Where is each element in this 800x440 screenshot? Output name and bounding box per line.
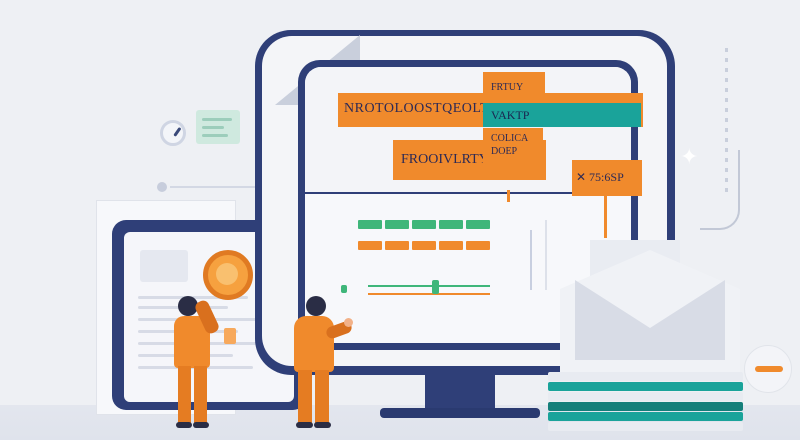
magnifier-icon [203, 250, 253, 300]
slider-track [368, 285, 490, 287]
stack-layer [548, 422, 743, 431]
recovery-card-label: FROOIVLRTY [401, 152, 489, 167]
mini-card-line [202, 126, 224, 129]
stack-layer [548, 402, 743, 411]
person-head [178, 296, 198, 316]
side-tag-card: ✕ 75:6SP [572, 160, 642, 196]
screen-divider-line [545, 220, 547, 290]
person-leg [315, 370, 329, 424]
progress-segment [466, 241, 490, 250]
screen-divider [305, 192, 631, 194]
screen-divider-line [530, 230, 532, 290]
mini-card-line [202, 134, 228, 137]
progress-segment [358, 220, 382, 229]
connector-line [507, 190, 510, 202]
small-card-line-2: DOEP [491, 146, 518, 157]
person-body [294, 316, 334, 372]
stack-layer [548, 372, 743, 381]
stack-layer [548, 382, 743, 391]
slider-line-decor [170, 186, 290, 188]
phone-device [224, 328, 236, 344]
small-card: COLICA DOEP [483, 128, 543, 164]
side-tag-label: ✕ 75:6SP [576, 170, 624, 184]
progress-segment [466, 220, 490, 229]
top-right-card-label: FRTUY [491, 82, 524, 93]
person-leg [178, 366, 191, 424]
slider-start-dot [341, 285, 347, 293]
mini-chart-card [196, 110, 240, 144]
top-right-card: FRTUY [483, 72, 545, 102]
progress-segment [412, 241, 436, 250]
person-hand [344, 318, 353, 327]
teal-card-label: VAKTP [491, 108, 530, 122]
gauge-icon [160, 120, 186, 146]
progress-segment [439, 220, 463, 229]
slider-track [368, 293, 490, 295]
stack-layer [548, 412, 743, 421]
person-shoe [193, 422, 209, 428]
mini-card-line [202, 118, 232, 121]
sparkle-icon: ✦ [680, 145, 699, 170]
person-shoe [296, 422, 313, 428]
person-shoe [314, 422, 331, 428]
progress-segment [412, 220, 436, 229]
progress-segment [385, 241, 409, 250]
minus-circle-icon [744, 345, 792, 393]
progress-segment [385, 220, 409, 229]
person-head [306, 296, 326, 316]
stack-layer [548, 392, 743, 401]
tablet-image-placeholder [140, 250, 188, 282]
header-card-label: NROTOLOOSTQEOLT [344, 101, 490, 116]
slider-knob-decor [157, 182, 167, 192]
connector-line [604, 196, 607, 238]
slider-handle [432, 280, 439, 294]
person-leg [298, 370, 312, 424]
progress-segment [358, 241, 382, 250]
person-shoe [176, 422, 192, 428]
small-card-line-1: COLICA [491, 133, 529, 144]
monitor-stand-base [380, 408, 540, 418]
progress-segment [439, 241, 463, 250]
dotted-line-decor [725, 48, 728, 198]
curve-line-decor [700, 150, 740, 230]
teal-card: VAKTP [483, 103, 641, 127]
person-leg [194, 366, 207, 424]
